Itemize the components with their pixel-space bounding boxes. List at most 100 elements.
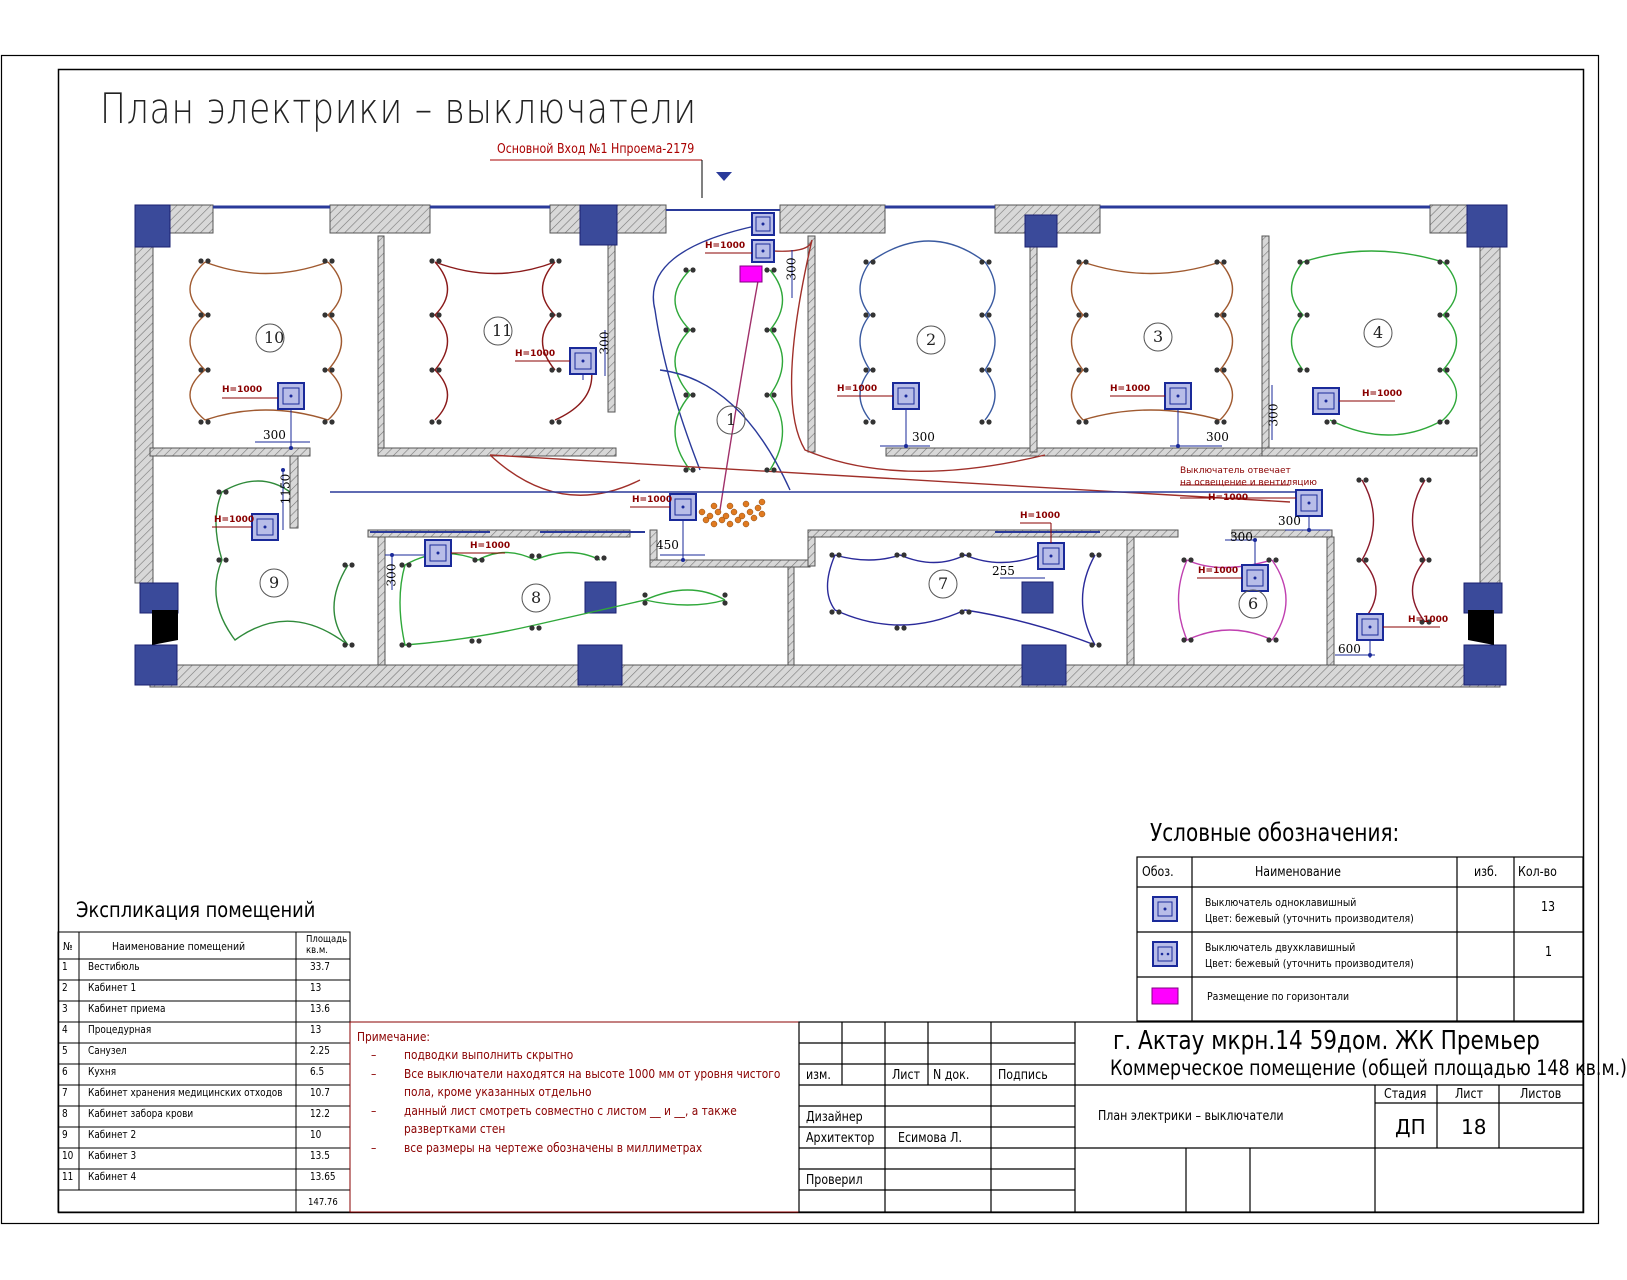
- stamp-col-list: Лист: [892, 1068, 921, 1083]
- explication-row-name: Кабинет хранения медицинских отходов: [88, 1087, 283, 1099]
- legend-row2-name1: Выключатель двухклавишный: [1205, 941, 1356, 954]
- room-circles: [255, 316, 1393, 619]
- dim-label: 600: [1338, 642, 1361, 656]
- wiring: [189, 224, 1458, 646]
- single-switch-icon: [277, 382, 305, 410]
- room-number-6: 6: [1248, 594, 1259, 613]
- single-switch-icon: [669, 493, 697, 521]
- explication-header-area: Площадь кв.м.: [306, 934, 348, 956]
- explication-title: Экспликация помещений: [76, 898, 316, 922]
- room-number-9: 9: [269, 573, 280, 592]
- entrance-arrow-icon: [716, 172, 732, 181]
- room-number-3: 3: [1153, 327, 1164, 346]
- explication-header-name: Наименование помещений: [112, 940, 246, 953]
- stamp-sheet-value: 18: [1461, 1115, 1487, 1139]
- legend-title: Условные обозначения:: [1150, 818, 1400, 847]
- note-bullet: –: [371, 1065, 377, 1081]
- single-switch-icon: [424, 539, 452, 567]
- single-switch-icon: [1312, 387, 1340, 415]
- explication-row-name: Кабинет приема: [88, 1003, 166, 1015]
- stamp-col-ndok: N док.: [933, 1068, 970, 1083]
- explication-row-name: Кабинет 1: [88, 982, 137, 994]
- fixture-dots: [198, 258, 1450, 648]
- dim-label: 300: [597, 331, 612, 355]
- vent-shaft-right: [1468, 610, 1494, 645]
- explication-row-num: 2: [62, 982, 68, 994]
- single-switch-icon: [1164, 382, 1192, 410]
- explication-row-area: 33.7: [310, 961, 330, 973]
- stamp-grid: [798, 1021, 1584, 1213]
- single-switch-icon: [892, 382, 920, 410]
- dim-label: 300: [784, 257, 799, 281]
- light-fixtures: [198, 258, 1450, 648]
- single-switch-icon: [251, 513, 279, 541]
- explication-row-num: 6: [62, 1066, 68, 1078]
- note-item: данный лист смотреть совместно с листом …: [404, 1102, 737, 1118]
- explication-row-name: Кабинет 3: [88, 1150, 137, 1162]
- single-switch-icon: [1241, 564, 1269, 592]
- explication-total: 147.76: [308, 1197, 338, 1208]
- note-bullet: –: [371, 1102, 377, 1118]
- room-number-11: 11: [492, 321, 513, 340]
- legend-table-grid: [1136, 856, 1584, 1022]
- legend-row1-name1: Выключатель одноклавишный: [1205, 896, 1357, 909]
- room-number-8: 8: [531, 588, 542, 607]
- dim-ticks: [281, 444, 1372, 657]
- entrance-label: Основной Вход №1 Нпроема-2179: [497, 142, 695, 157]
- legend-double-switch-icon: [1152, 941, 1178, 967]
- height-label: H=1000: [705, 241, 746, 251]
- stamp-role-checker: Проверил: [806, 1173, 863, 1188]
- legend-horizontal-placement-icon: [1151, 987, 1179, 1005]
- explication-row-area: 10.7: [310, 1087, 330, 1099]
- explication-header-num: №: [63, 940, 73, 953]
- dim-label: 300: [1266, 403, 1281, 427]
- height-label: H=1000: [1362, 389, 1403, 399]
- height-label: H=1000: [1020, 511, 1061, 521]
- note-bullet: –: [371, 1047, 377, 1062]
- explication-row-name: Санузел: [88, 1045, 127, 1057]
- dim-label: 300: [384, 563, 399, 587]
- stamp-role-architect: Архитектор: [806, 1131, 875, 1146]
- explication-row-area: 13: [310, 1024, 322, 1036]
- notes-title: Примечание:: [357, 1029, 430, 1044]
- dim-label: 255: [992, 564, 1015, 578]
- stamp-sheet-label: Лист: [1455, 1087, 1484, 1102]
- legend-header-qty: Кол-во: [1518, 865, 1557, 880]
- stamp-col-izm: изм.: [806, 1068, 831, 1083]
- room-number-7: 7: [938, 574, 949, 593]
- legend-row2-qty: 1: [1545, 945, 1553, 960]
- legend-row2-name2: Цвет: бежевый (уточнить производителя): [1205, 957, 1414, 970]
- height-label: H=1000: [1198, 566, 1239, 576]
- entrance-leader: [490, 159, 732, 198]
- legend-row3-name1: Размещение по горизонтали: [1207, 990, 1350, 1003]
- single-switch-icon: [569, 347, 597, 375]
- explication-row-area: 13.5: [310, 1150, 330, 1162]
- explication-row-area: 10: [310, 1129, 322, 1141]
- explication-row-num: 5: [62, 1045, 68, 1057]
- page-title: План электрики – выключатели: [100, 84, 697, 133]
- height-label: H=1000: [214, 515, 255, 525]
- note-item: подводки выполнить скрытно: [404, 1047, 574, 1062]
- height-label: H=1000: [1208, 493, 1249, 503]
- single-switch-icon: [751, 212, 775, 236]
- height-label: H=1000: [222, 385, 263, 395]
- switches: [251, 212, 1384, 641]
- single-switch-icon: [751, 239, 775, 263]
- height-label: H=1000: [1110, 384, 1151, 394]
- legend-row1-name2: Цвет: бежевый (уточнить производителя): [1205, 912, 1414, 925]
- height-label: H=1000: [632, 495, 673, 505]
- note-item: все размеры на чертеже обозначены в милл…: [404, 1139, 703, 1155]
- stamp-stage-value: ДП: [1395, 1115, 1426, 1139]
- explication-row-name: Вестибюль: [88, 961, 140, 973]
- height-label: H=1000: [470, 541, 511, 551]
- switch-note-line1: Выключатель отвечает: [1180, 466, 1291, 476]
- columns: [134, 204, 1508, 686]
- note-item: развертками стен: [404, 1121, 506, 1136]
- walls: [134, 204, 1501, 688]
- room-number-1: 1: [726, 410, 737, 429]
- single-switch-icon: [1295, 489, 1323, 517]
- dim-label: 300: [263, 428, 286, 442]
- explication-row-area: 13.6: [310, 1003, 330, 1015]
- horizontal-placement-icon: [739, 265, 763, 283]
- explication-row-area: 12.2: [310, 1108, 330, 1120]
